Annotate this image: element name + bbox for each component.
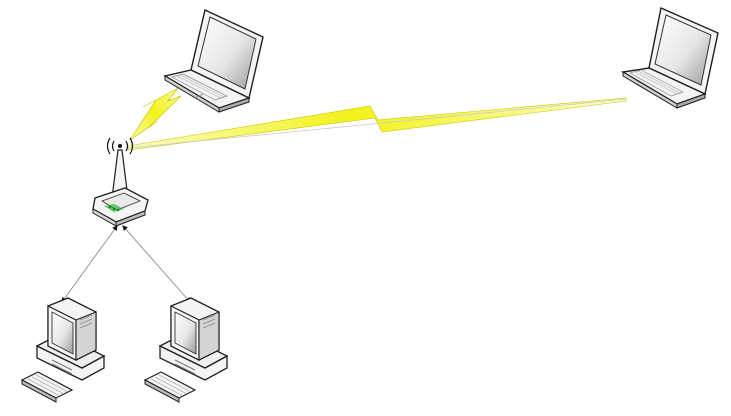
laptop-icon bbox=[620, 7, 719, 109]
laptop-far bbox=[620, 7, 719, 109]
router-led-icon bbox=[104, 204, 124, 212]
laptop-near bbox=[163, 9, 264, 113]
desktop-right bbox=[143, 297, 229, 403]
lightning-bolt-icon bbox=[127, 97, 627, 151]
wireless-router bbox=[92, 137, 149, 227]
desktop-computer-icon bbox=[143, 297, 229, 403]
laptop-icon bbox=[163, 9, 264, 113]
desktop-computer-icon bbox=[20, 297, 106, 403]
wireless-link-far bbox=[127, 97, 627, 151]
wired-link-right bbox=[122, 225, 191, 303]
lightning-bolt-icon bbox=[129, 87, 182, 141]
radio-waves-icon bbox=[106, 137, 134, 155]
wired-link-left bbox=[61, 225, 118, 303]
wireless-link-near bbox=[129, 87, 182, 141]
desktop-left bbox=[20, 297, 106, 403]
